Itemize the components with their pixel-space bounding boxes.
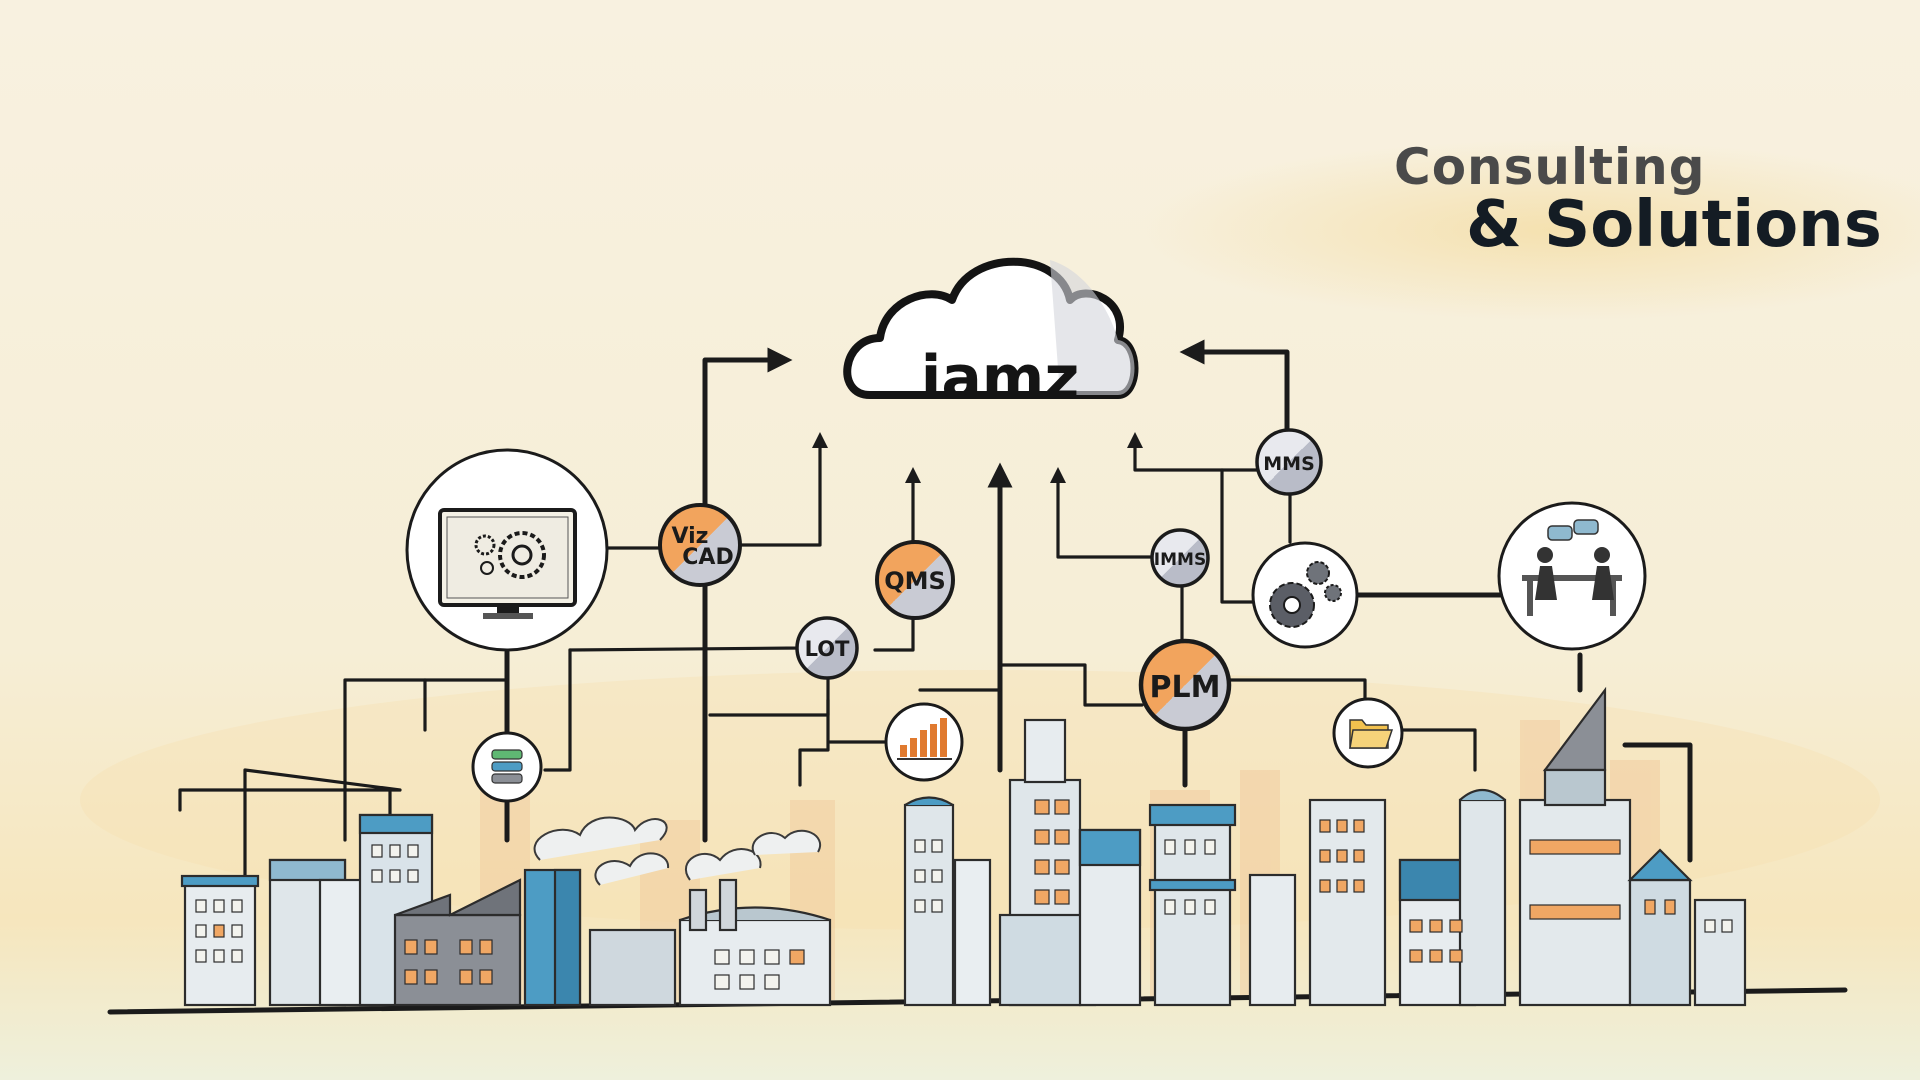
monitor-gears-icon (438, 508, 577, 619)
vizcad-label-line2: CAD (682, 545, 733, 570)
folder-icon (1349, 719, 1394, 749)
mms-node: MMS (1255, 428, 1323, 496)
right-buildings (903, 686, 1747, 1007)
lot-label: LOT (805, 637, 850, 661)
mms-label: MMS (1263, 453, 1315, 475)
bar-chart-node (884, 702, 964, 782)
title-line1: Consulting (1394, 138, 1706, 196)
imms-label: IMMS (1154, 550, 1206, 570)
folder-node (1332, 697, 1404, 769)
cloud: iamz (843, 257, 1139, 413)
imms-node: IMMS (1150, 528, 1210, 588)
crane (178, 768, 402, 892)
plm-label: PLM (1150, 670, 1221, 705)
qms-node: QMS (875, 540, 955, 620)
title-splash (1140, 140, 1920, 320)
qms-label: QMS (884, 567, 946, 595)
title-line2: & Solutions (1466, 188, 1882, 262)
lot-node: LOT (795, 616, 859, 680)
monitor-gears-node (405, 448, 609, 652)
connectors (343, 339, 1693, 863)
cloud-label: iamz (921, 343, 1080, 413)
meeting-icon (1522, 519, 1622, 616)
database-node (471, 731, 543, 803)
vizcad-node: Viz CAD (658, 503, 742, 587)
plm-node: PLM (1138, 638, 1232, 732)
meeting-node (1497, 501, 1647, 651)
database-icon (491, 749, 523, 784)
gears-icon (1269, 561, 1342, 628)
left-buildings (178, 768, 832, 1007)
vizcad-label-line1: Viz (672, 524, 709, 549)
gears-node (1251, 541, 1359, 649)
bar-chart-icon (897, 718, 952, 760)
